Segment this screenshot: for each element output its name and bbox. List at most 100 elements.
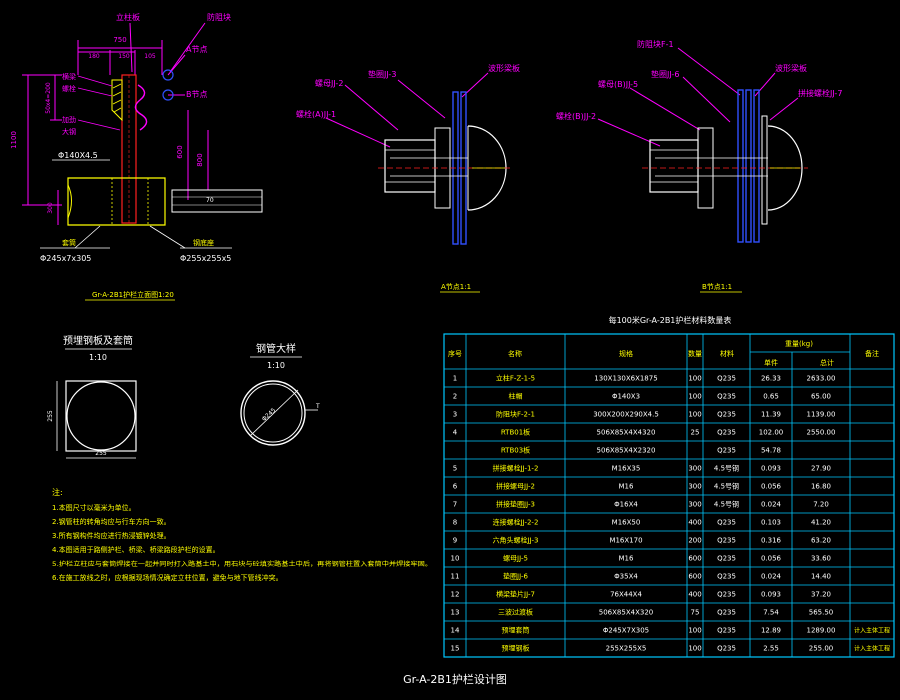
table-cell-spec: 506X85X4X320 xyxy=(599,609,653,617)
node-a-view: 螺母JJ-2 垫圈JJ-3 螺栓(A)JJ-1 波形梁板 A节点1:1 xyxy=(296,63,520,293)
table-cell-unit: 0.093 xyxy=(761,591,781,599)
table-cell-unit: 54.78 xyxy=(761,447,781,455)
detail-plate-scale: 1:10 xyxy=(89,353,107,362)
dim-w3: 105 xyxy=(144,53,156,60)
header-no: 序号 xyxy=(448,349,462,358)
table-cell-unit: 0.316 xyxy=(761,537,782,545)
detail-pipe-scale: 1:10 xyxy=(267,361,285,370)
table-cell-spec: 506X85X4X4320 xyxy=(597,429,656,437)
table-cell-total: 16.80 xyxy=(811,483,831,491)
node-b-bolt-head xyxy=(767,125,803,211)
table-cell-unit: 11.39 xyxy=(761,411,781,419)
table-cell-unit: 0.103 xyxy=(761,519,781,527)
table-cell-no: 14 xyxy=(451,627,460,635)
table-cell-spec: 76X44X4 xyxy=(610,591,642,599)
dim-w1: 180 xyxy=(88,53,100,60)
table-cell-total: 41.20 xyxy=(811,519,831,527)
table-cell-name: 预埋钢板 xyxy=(502,644,530,653)
table-cell-total: 7.20 xyxy=(813,501,829,509)
header-total: 总计 xyxy=(820,358,834,367)
dim-h-c: 300 xyxy=(47,202,54,214)
table-cell-unit: 7.54 xyxy=(763,609,779,617)
table-cell-mat: Q235 xyxy=(717,411,736,419)
table-cell-name: 三波过渡板 xyxy=(498,608,533,617)
table-header: 序号 名称 规格 数量 材料 重量(kg) 单件 总计 备注 xyxy=(448,340,879,367)
detail-pipe-dim: Φ245 xyxy=(261,407,278,423)
table-cell-no: 13 xyxy=(451,609,460,617)
table-cell-unit: 2.55 xyxy=(763,645,779,653)
table-cell-qty: 300 xyxy=(688,465,701,473)
table-cell-name: 拼接垫圈JJ-3 xyxy=(496,500,535,509)
detail-plate-dim-h: 255 xyxy=(47,410,54,422)
pipe-inner xyxy=(243,383,303,443)
table-cell-name: 柱帽 xyxy=(509,392,523,401)
node-b-label-cap: 拼接螺栓JJ-7 xyxy=(798,88,842,98)
table-cell-name: 垫圈JJ-6 xyxy=(503,572,528,581)
table-cell-name: 立柱F-Z-1-5 xyxy=(496,374,535,383)
table-cell-no: 5 xyxy=(453,465,457,473)
node-a-label-beam: 波形梁板 xyxy=(488,63,520,73)
node-b-view: 防阻块F-1 垫圈JJ-6 螺母(B)JJ-5 螺栓(B)JJ-2 波形梁板 拼… xyxy=(556,39,842,293)
table-cell-spec: 255X255X5 xyxy=(606,645,647,653)
table-cell-spec: Φ35X4 xyxy=(614,573,638,581)
node-a-label-nut: 螺母JJ-2 xyxy=(315,78,343,88)
table-cell-total: 65.00 xyxy=(811,393,831,401)
table-cell-spec: M16 xyxy=(619,483,634,491)
dim-e: 50x4=200 xyxy=(45,82,52,114)
table-cell-unit: 26.33 xyxy=(761,375,781,383)
table-cell-mat: Q235 xyxy=(717,609,736,617)
table-cell-mat: 4.5号钢 xyxy=(714,464,739,473)
header-weight: 重量(kg) xyxy=(785,340,813,348)
table-cell-spec: M16X35 xyxy=(612,465,641,473)
elevation-view: 750 180 150 105 立柱板 防阻块 A节点 B节点 横梁 螺栓 加劲… xyxy=(10,12,263,301)
note-1: 1.本图尺寸以毫米为单位。 xyxy=(52,503,136,512)
table-cell-total: 33.60 xyxy=(811,555,831,563)
table-cell-spec: M16X170 xyxy=(609,537,642,545)
note-0: 注: xyxy=(52,487,63,497)
dim-h-a: 600 xyxy=(176,145,184,158)
table-cell-total: 2550.00 xyxy=(807,429,836,437)
node-a-marker xyxy=(162,69,174,81)
table-cell-unit: 0.056 xyxy=(761,483,782,491)
ground-slab xyxy=(171,189,263,213)
table-cell-name: RTB03板 xyxy=(501,446,530,455)
table-title: 每100米Gr-A-2B1护栏材料数量表 xyxy=(609,315,732,325)
table-cell-no: 3 xyxy=(453,411,457,419)
label-base-plate: 钢底座 xyxy=(193,238,214,247)
table-cell-name: 连接螺栓JJ-2-2 xyxy=(493,518,539,527)
note-5: 5.护栏立柱应与套筒焊接在一起并同时打入路基土中，用石块与砼填实路基土中后，再将… xyxy=(52,560,432,568)
dim-w2: 150 xyxy=(118,53,130,60)
table-cell-mat: Q235 xyxy=(717,375,736,383)
table-cell-name: 防阻块F-2-1 xyxy=(496,410,535,419)
label-stiff: 加劲 xyxy=(62,115,76,124)
label-beam: 横梁 xyxy=(62,72,76,81)
label-node-a: A节点 xyxy=(186,45,207,54)
table-cell-spec: 300X200X290X4.5 xyxy=(593,411,659,419)
node-b-caption: B节点1:1 xyxy=(702,283,732,291)
table-cell-mat: Q235 xyxy=(717,429,736,437)
table-cell-qty: 400 xyxy=(688,591,701,599)
note-6: 6.在施工放线之时，应根据现场情况确定立柱位置，避免与地下管线冲突。 xyxy=(52,573,283,582)
header-material: 材料 xyxy=(720,349,734,358)
table-cell-no: 2 xyxy=(453,393,457,401)
table-cell-unit: 0.024 xyxy=(761,573,782,581)
label-node-b: B节点 xyxy=(186,90,208,99)
table-cell-total: 255.00 xyxy=(809,645,834,653)
detail-pipe-title: 钢管大样 xyxy=(256,342,296,355)
table-cell-total: 63.20 xyxy=(811,537,831,545)
node-b-label-nut: 螺母(B)JJ-5 xyxy=(598,79,638,89)
table-cell-unit: 102.00 xyxy=(759,429,784,437)
table-cell-no: 9 xyxy=(453,537,457,545)
table-cell-mat: Q235 xyxy=(717,555,736,563)
table-cell-qty: 300 xyxy=(688,501,701,509)
label-sleeve: 套筒 xyxy=(62,238,76,247)
note-3: 3.所有钢构件均应进行热浸镀锌处理。 xyxy=(52,531,171,540)
header-name: 名称 xyxy=(508,349,522,358)
notes-block: 注: 1.本图尺寸以毫米为单位。 2.钢管柱的转角均应与行车方向一致。 3.所有… xyxy=(52,487,432,582)
table-cell-mat: 4.5号钢 xyxy=(714,500,739,509)
label-steel: 大钢 xyxy=(62,127,76,136)
table-cell-qty: 100 xyxy=(688,645,701,653)
table-cell-note: 计入主体工程 xyxy=(854,645,890,653)
table-grid xyxy=(444,334,894,657)
